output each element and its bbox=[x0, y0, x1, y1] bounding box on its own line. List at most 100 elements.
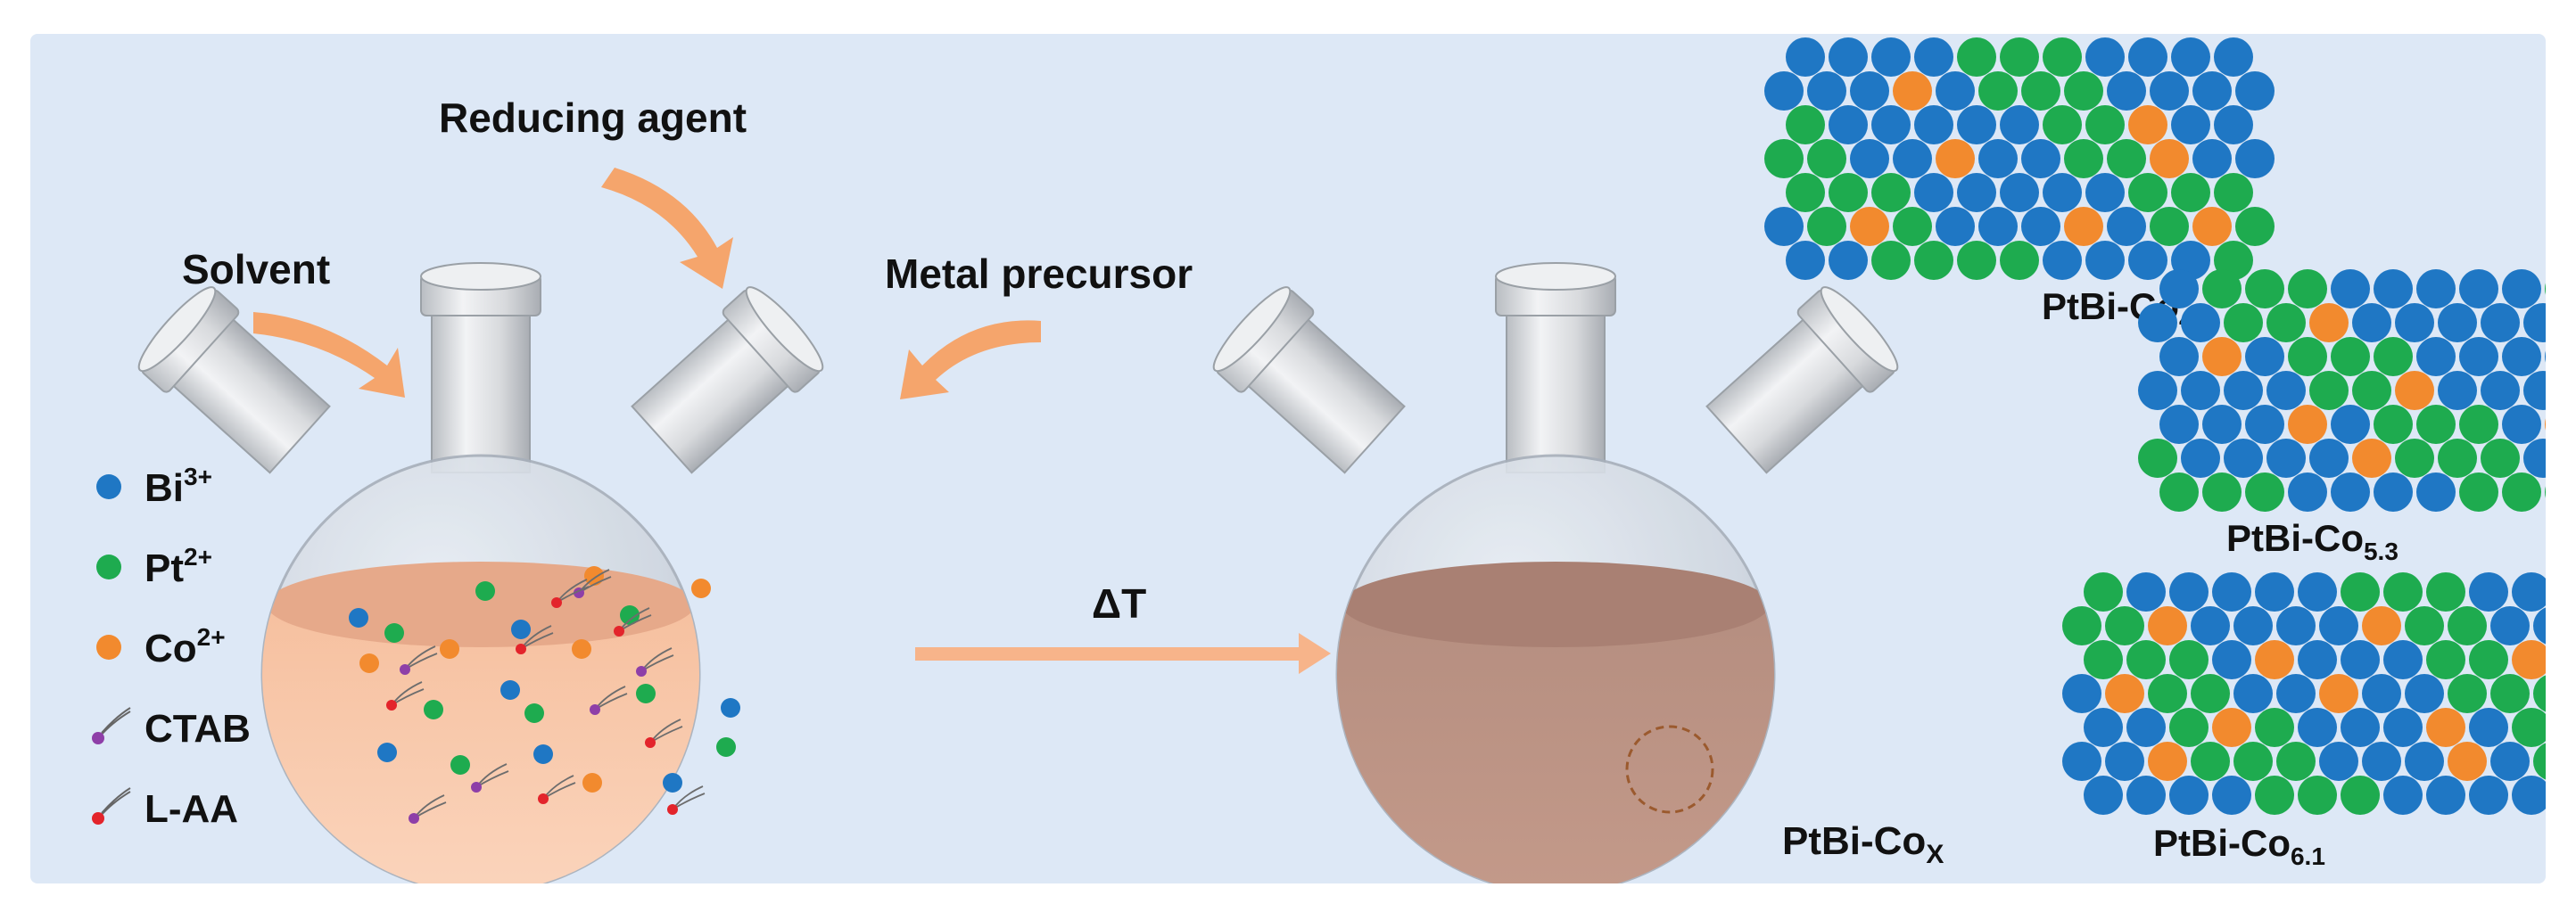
atom-bi bbox=[1786, 37, 1825, 77]
atom-co bbox=[2395, 371, 2434, 410]
atom-pt bbox=[2084, 572, 2123, 612]
atom-pt bbox=[2214, 173, 2253, 212]
atom-bi bbox=[2000, 173, 2039, 212]
atom-pt bbox=[2374, 405, 2413, 444]
atom-pt bbox=[2085, 105, 2125, 144]
diagram-panel: Reducing agent Solvent Metal precursor Δ… bbox=[30, 34, 2546, 883]
molecule-head bbox=[538, 793, 549, 804]
surfactant-molecule bbox=[636, 647, 674, 677]
atom-pt bbox=[2202, 269, 2242, 308]
atom-pt bbox=[2545, 486, 2546, 498]
legend-item-l-aa: L-AA bbox=[92, 787, 238, 831]
atom-bi bbox=[2319, 742, 2358, 781]
atom-bi bbox=[2212, 776, 2251, 815]
atom-bi bbox=[2502, 269, 2541, 308]
atom-bi bbox=[2191, 606, 2230, 645]
atom-pt bbox=[2481, 439, 2520, 478]
atom-bi bbox=[1807, 71, 1846, 111]
atom-bi bbox=[2416, 269, 2456, 308]
atom-bi bbox=[2169, 776, 2209, 815]
atom-bi bbox=[2084, 708, 2123, 747]
atom-co bbox=[2309, 303, 2349, 342]
flask-precursor bbox=[137, 262, 824, 883]
atom-bi bbox=[2062, 742, 2101, 781]
atom-pt bbox=[2341, 572, 2380, 612]
legend-label-base: Co bbox=[144, 627, 197, 670]
atom-bi bbox=[2276, 674, 2316, 713]
atom-co bbox=[2426, 708, 2465, 747]
atom-co bbox=[2192, 207, 2232, 246]
atom-bi bbox=[2298, 708, 2337, 747]
atom-pt bbox=[2502, 472, 2541, 512]
atom-bi bbox=[2374, 472, 2413, 512]
atom-bi bbox=[2459, 269, 2498, 308]
atom-bi bbox=[2159, 337, 2199, 376]
flask-left-neck bbox=[1212, 286, 1406, 474]
legend-item-co: Co2+ bbox=[96, 623, 226, 670]
atom-pt bbox=[2276, 742, 2316, 781]
atom-co bbox=[1850, 207, 1889, 246]
atom-pt bbox=[1807, 139, 1846, 178]
atom-pt bbox=[2533, 743, 2546, 780]
atom-bi bbox=[2171, 37, 2210, 77]
legend-label-base: CTAB bbox=[144, 707, 251, 751]
flask-right-neck bbox=[631, 286, 824, 474]
atom-pt bbox=[2150, 207, 2189, 246]
atom-bi bbox=[2202, 405, 2242, 444]
atom-bi bbox=[2159, 269, 2199, 308]
atom-bi bbox=[2426, 776, 2465, 815]
molecule-head bbox=[516, 644, 526, 654]
atom-pt bbox=[2405, 606, 2444, 645]
atom-pt bbox=[2128, 173, 2167, 212]
atom-bi bbox=[2224, 371, 2263, 410]
lattice-label: PtBi-Co5.3 bbox=[2226, 517, 2398, 565]
atom-pt bbox=[2105, 606, 2144, 645]
ion-pt bbox=[620, 605, 640, 625]
atom-pt bbox=[1786, 173, 1825, 212]
atom-bi bbox=[2288, 472, 2327, 512]
atom-bi bbox=[2085, 173, 2125, 212]
label-metal-precursor: Metal precursor bbox=[885, 251, 1193, 297]
atom-pt bbox=[2298, 776, 2337, 815]
atom-bi bbox=[2469, 708, 2508, 747]
label-product: PtBi-CoX bbox=[1782, 819, 1944, 869]
ion-pt bbox=[384, 623, 404, 643]
atom-bi bbox=[1786, 241, 1825, 280]
atom-pt bbox=[2064, 139, 2103, 178]
atom-co bbox=[2105, 674, 2144, 713]
atom-bi bbox=[2416, 472, 2456, 512]
atom-pt bbox=[2426, 572, 2465, 612]
atom-pt bbox=[2255, 708, 2294, 747]
atom-bi bbox=[2395, 303, 2434, 342]
label-reducing-agent: Reducing agent bbox=[439, 94, 747, 141]
atom-pt bbox=[1871, 241, 1911, 280]
ion-co bbox=[584, 566, 604, 586]
atom-bi bbox=[2126, 776, 2166, 815]
atom-pt bbox=[2107, 139, 2146, 178]
atom-bi bbox=[1914, 37, 1953, 77]
atom-pt bbox=[2266, 303, 2306, 342]
atom-co bbox=[2150, 139, 2189, 178]
atom-pt bbox=[2426, 640, 2465, 679]
atom-pt bbox=[2288, 269, 2327, 308]
legend-swatch bbox=[96, 474, 121, 499]
atom-bi bbox=[1957, 173, 1996, 212]
atom-bi bbox=[2255, 572, 2294, 612]
atom-co bbox=[2128, 105, 2167, 144]
ion-co bbox=[440, 639, 459, 659]
atom-bi bbox=[2000, 105, 2039, 144]
atom-bi bbox=[2224, 439, 2263, 478]
product-suspension bbox=[1337, 562, 1774, 883]
atom-bi bbox=[2181, 371, 2220, 410]
atom-pt bbox=[2533, 675, 2546, 712]
atom-bi bbox=[2405, 742, 2444, 781]
surfactant-molecule bbox=[471, 763, 509, 793]
atom-pt bbox=[2191, 674, 2230, 713]
ion-bi bbox=[721, 698, 740, 718]
atom-bi bbox=[2085, 241, 2125, 280]
atom-pt bbox=[2490, 674, 2530, 713]
atom-bi bbox=[2062, 674, 2101, 713]
atom-bi bbox=[2021, 207, 2060, 246]
lattice-panel-2: PtBi-Co5.3 bbox=[2138, 269, 2546, 565]
atom-pt bbox=[2062, 606, 2101, 645]
